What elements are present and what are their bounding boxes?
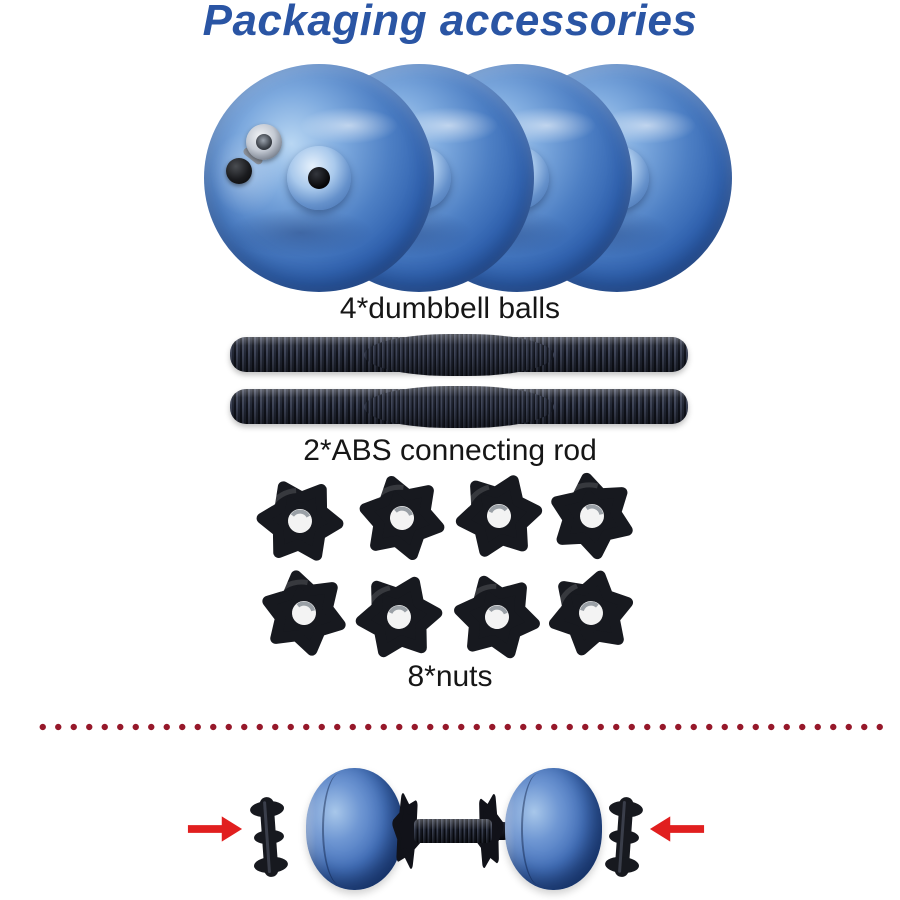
valve-cap-icon [226, 158, 252, 184]
arrow-left-icon [649, 816, 705, 842]
arrow-right-icon [187, 816, 243, 842]
water-valve-icon [246, 124, 282, 160]
side-view-nut-right [604, 795, 644, 879]
assembled-ball-left [306, 768, 403, 890]
star-nut-1 [253, 474, 347, 568]
assembled-ball-right [505, 768, 602, 890]
balls-label: 4*dumbbell balls [339, 292, 561, 325]
dumbbell-ball-1 [204, 64, 434, 292]
dotted-divider-line [35, 721, 887, 733]
connecting-rod-1 [230, 337, 688, 372]
star-nut-6 [352, 570, 446, 664]
star-nut-3 [452, 469, 546, 563]
star-nut-5 [257, 566, 351, 660]
star-nut-2 [355, 471, 449, 565]
connecting-rod-2 [230, 389, 688, 424]
assembled-dumbbell-diagram [0, 750, 900, 900]
dumbbell-balls-group [0, 0, 900, 300]
threaded-center-rod [414, 819, 492, 843]
star-nut-4 [545, 469, 639, 563]
nuts-label: 8*nuts [407, 660, 493, 693]
star-nut-8 [544, 566, 638, 660]
page-title: Packaging accessories [202, 0, 698, 45]
side-view-nut-left [249, 795, 289, 879]
ball-hub [287, 146, 351, 210]
star-nut-7 [450, 570, 544, 664]
rods-label: 2*ABS connecting rod [303, 434, 597, 467]
